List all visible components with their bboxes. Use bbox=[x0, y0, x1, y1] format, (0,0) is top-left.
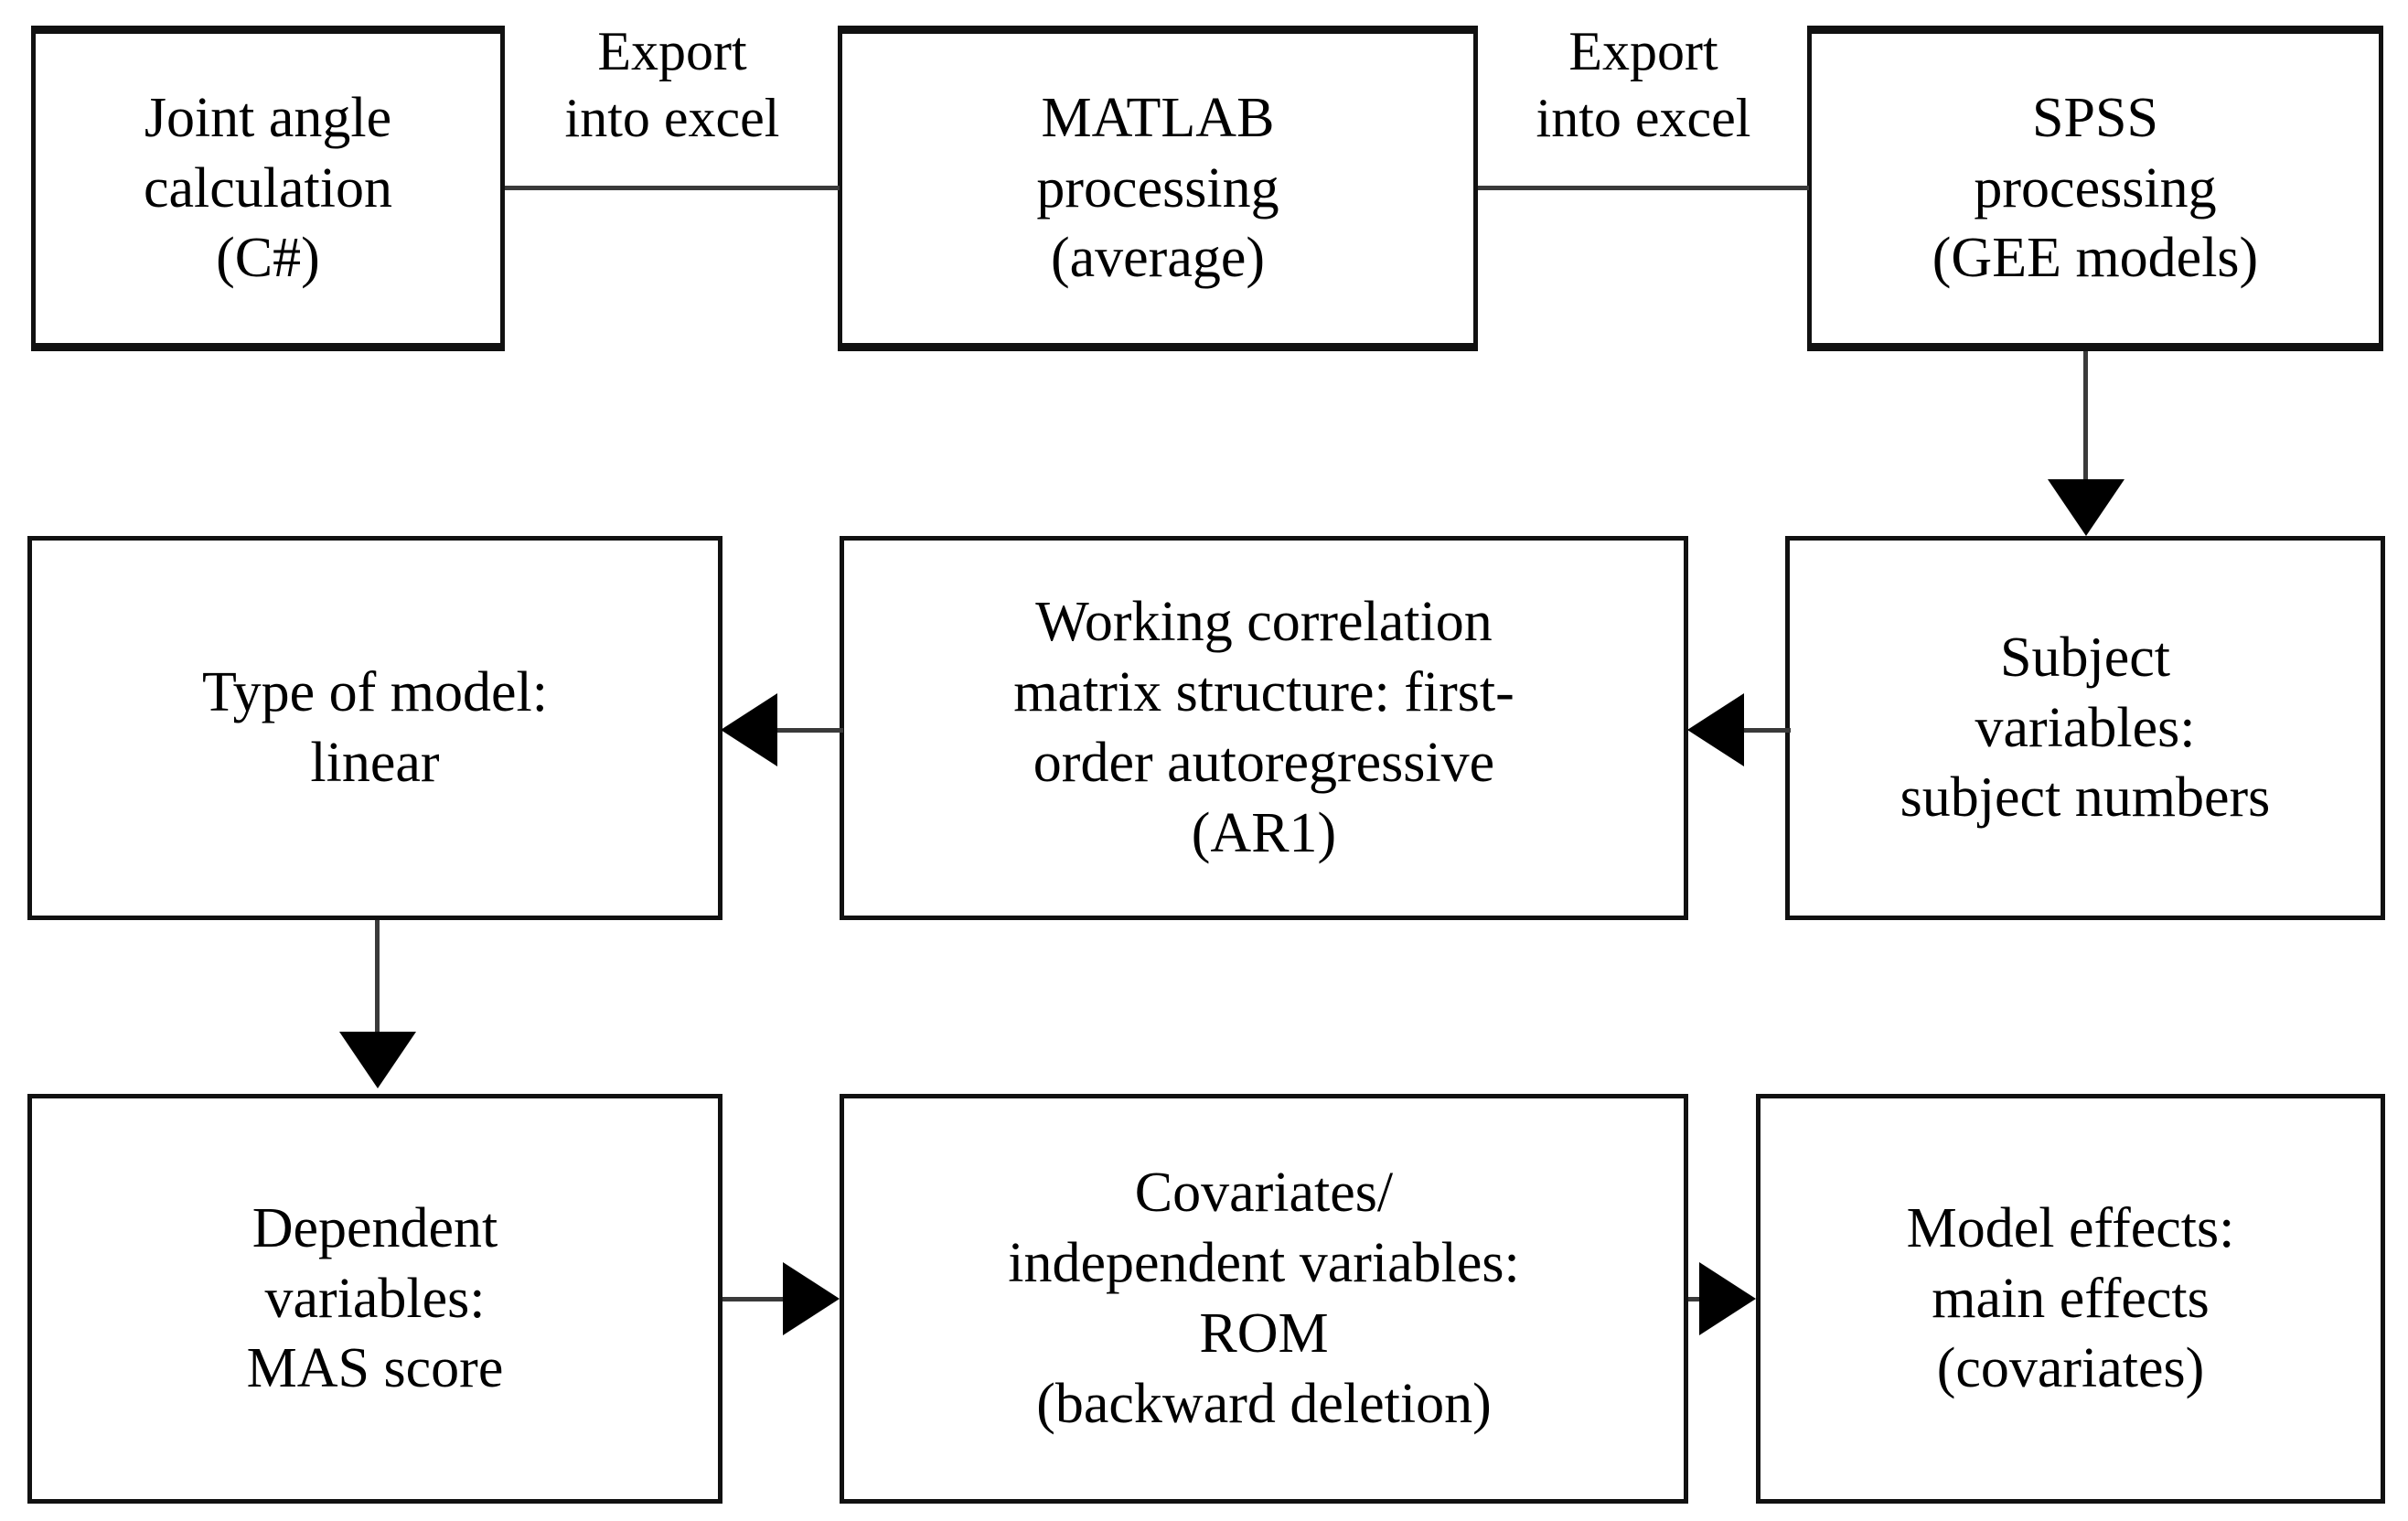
node-model-effects-label: Model effects: main effects (covariates) bbox=[1906, 1196, 2235, 1400]
node-type-of-model-label: Type of model: linear bbox=[202, 661, 548, 794]
node-matlab-processing-label: MATLAB processing (average) bbox=[1036, 86, 1279, 290]
node-covariates-independent-variables-label: Covariates/ independent variables: ROM (… bbox=[1008, 1162, 1520, 1435]
node-spss-processing-label: SPSS processing (GEE models) bbox=[1932, 86, 2259, 290]
arrowhead-right-dependent-variables-to-covariates bbox=[783, 1262, 840, 1335]
edge-label-export-into-excel-2: Export into excel bbox=[1536, 21, 1751, 149]
node-joint-angle-calculation-label: Joint angle calculation (C#) bbox=[144, 86, 392, 290]
node-working-correlation-matrix[interactable]: Working correlation matrix structure: fi… bbox=[840, 536, 1688, 920]
node-model-effects[interactable]: Model effects: main effects (covariates) bbox=[1756, 1094, 2385, 1504]
node-spss-processing[interactable]: SPSS processing (GEE models) bbox=[1807, 26, 2383, 351]
node-joint-angle-calculation[interactable]: Joint angle calculation (C#) bbox=[31, 26, 505, 351]
arrowhead-left-subject-variables-to-working-correlation bbox=[1687, 693, 1744, 766]
arrowhead-right-covariates-to-model-effects bbox=[1699, 1262, 1756, 1335]
node-covariates-independent-variables[interactable]: Covariates/ independent variables: ROM (… bbox=[840, 1094, 1688, 1504]
arrowhead-down-spss-to-subject-variables bbox=[2048, 479, 2124, 536]
arrowhead-left-working-correlation-to-type-of-model bbox=[721, 693, 777, 766]
node-type-of-model[interactable]: Type of model: linear bbox=[27, 536, 722, 920]
node-subject-variables[interactable]: Subject variables: subject numbers bbox=[1785, 536, 2385, 920]
node-subject-variables-label: Subject variables: subject numbers bbox=[1900, 626, 2271, 830]
connector-matlab-to-spss bbox=[1478, 186, 1809, 190]
edge-label-export-into-excel-1: Export into excel bbox=[564, 21, 780, 149]
connector-spss-to-subject-variables bbox=[2083, 351, 2088, 487]
connector-type-of-model-to-dependent-variables bbox=[375, 920, 380, 1039]
node-dependent-variables-label: Dependent variables: MAS score bbox=[246, 1196, 504, 1400]
node-working-correlation-matrix-label: Working correlation matrix structure: fi… bbox=[1013, 591, 1514, 864]
connector-working-correlation-to-type-of-model bbox=[776, 728, 843, 733]
node-matlab-processing[interactable]: MATLAB processing (average) bbox=[838, 26, 1478, 351]
connector-subject-variables-to-working-correlation bbox=[1743, 728, 1791, 733]
connector-joint-angle-to-matlab bbox=[505, 186, 840, 190]
connector-dependent-variables-to-covariates bbox=[722, 1297, 788, 1301]
node-dependent-variables[interactable]: Dependent variables: MAS score bbox=[27, 1094, 722, 1504]
arrowhead-down-type-of-model-to-dependent-variables bbox=[339, 1032, 416, 1088]
